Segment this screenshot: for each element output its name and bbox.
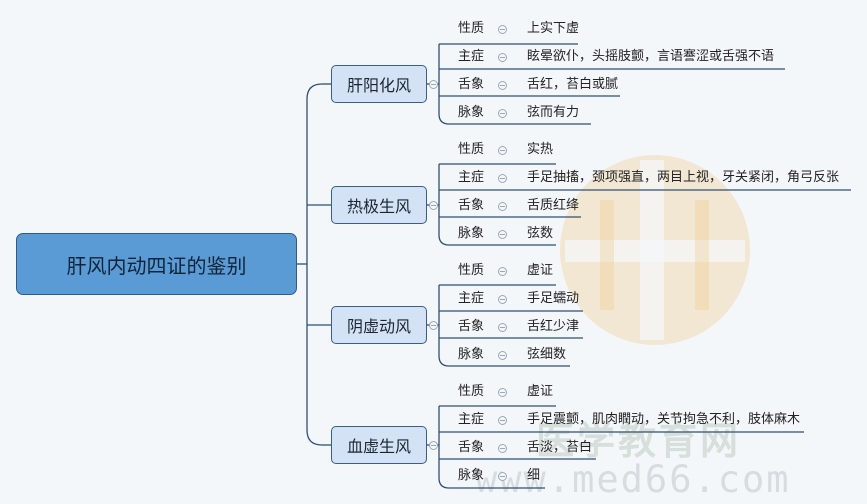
attribute-label[interactable]: 舌象	[458, 77, 485, 92]
attribute-value[interactable]: 上实下虚	[527, 21, 580, 36]
collapse-toggle-icon[interactable]	[498, 416, 507, 425]
collapse-toggle-icon[interactable]	[498, 81, 507, 90]
collapse-toggle-icon[interactable]	[498, 295, 507, 304]
branch-label: 热极生风	[346, 197, 411, 216]
collapse-toggle-icon[interactable]	[498, 351, 507, 360]
collapse-toggle-icon[interactable]	[498, 53, 507, 62]
collapse-toggle-icon[interactable]	[498, 472, 507, 481]
branch-node-liver-yang[interactable]: 肝阳化风	[331, 65, 427, 103]
root-node[interactable]: 肝风内动四证的鉴别	[16, 233, 297, 295]
collapse-toggle-icon[interactable]	[498, 174, 507, 183]
attribute-label[interactable]: 舌象	[458, 198, 485, 213]
attribute-label[interactable]: 脉象	[458, 468, 485, 483]
attribute-value[interactable]: 弦数	[527, 226, 554, 241]
attribute-value[interactable]: 虚证	[527, 263, 554, 278]
collapse-toggle-icon[interactable]	[498, 388, 507, 397]
collapse-toggle-icon[interactable]	[429, 201, 438, 210]
collapse-toggle-icon[interactable]	[498, 202, 507, 211]
attribute-value[interactable]: 舌红，苔白或腻	[527, 77, 619, 92]
collapse-toggle-icon[interactable]	[498, 25, 507, 34]
collapse-toggle-icon[interactable]	[498, 267, 507, 276]
attribute-label[interactable]: 性质	[458, 21, 485, 36]
attribute-label[interactable]: 舌象	[458, 319, 485, 334]
branch-node-yin-deficiency[interactable]: 阴虚动风	[331, 306, 427, 344]
collapse-toggle-icon[interactable]	[429, 441, 438, 450]
attribute-value[interactable]: 弦细数	[527, 347, 567, 362]
collapse-toggle-icon[interactable]	[498, 146, 507, 155]
attribute-value[interactable]: 手足抽搐，颈项强直，两目上视，牙关紧闭，角弓反张	[527, 170, 840, 185]
attribute-label[interactable]: 主症	[458, 49, 485, 64]
attribute-value[interactable]: 舌质红绛	[527, 198, 580, 213]
attribute-value[interactable]: 舌淡，苔白	[527, 440, 593, 455]
branch-label: 血虚生风	[346, 437, 411, 456]
attribute-value[interactable]: 虚证	[527, 384, 554, 399]
collapse-toggle-icon[interactable]	[429, 321, 438, 330]
collapse-toggle-icon[interactable]	[498, 444, 507, 453]
watermark-brand: 医学教育网	[536, 419, 742, 463]
attribute-value[interactable]: 弦而有力	[527, 105, 580, 120]
collapse-toggle-icon[interactable]	[498, 230, 507, 239]
attribute-label[interactable]: 性质	[458, 142, 485, 157]
root-title: 肝风内动四证的鉴别	[66, 253, 247, 278]
attribute-value[interactable]: 手足震颤，肌肉瞤动，关节拘急不利，肢体麻木	[527, 412, 801, 427]
collapse-toggle-icon[interactable]	[498, 323, 507, 332]
attribute-value[interactable]: 实热	[527, 142, 554, 157]
attribute-value[interactable]: 舌红少津	[527, 319, 580, 334]
branch-label: 肝阳化风	[346, 76, 411, 95]
branch-node-blood-deficiency[interactable]: 血虚生风	[331, 426, 427, 464]
attribute-value[interactable]: 手足蠕动	[527, 291, 580, 306]
attribute-label[interactable]: 脉象	[458, 347, 485, 362]
attribute-label[interactable]: 性质	[458, 263, 485, 278]
attribute-label[interactable]: 脉象	[458, 226, 485, 241]
attribute-label[interactable]: 舌象	[458, 440, 485, 455]
attribute-label[interactable]: 性质	[458, 384, 485, 399]
branch-label: 阴虚动风	[346, 317, 411, 336]
watermark-url: www.med66.com	[475, 458, 791, 501]
attribute-value[interactable]: 眩晕欲仆，头摇肢颤，言语謇涩或舌强不语	[527, 49, 775, 64]
attribute-label[interactable]: 主症	[458, 170, 485, 185]
collapse-toggle-icon[interactable]	[498, 109, 507, 118]
attribute-label[interactable]: 主症	[458, 412, 485, 427]
collapse-toggle-icon[interactable]	[429, 80, 438, 89]
branch-node-extreme-heat[interactable]: 热极生风	[331, 186, 427, 224]
attribute-label[interactable]: 脉象	[458, 105, 485, 120]
attribute-value[interactable]: 细	[527, 468, 541, 483]
attribute-label[interactable]: 主症	[458, 291, 485, 306]
